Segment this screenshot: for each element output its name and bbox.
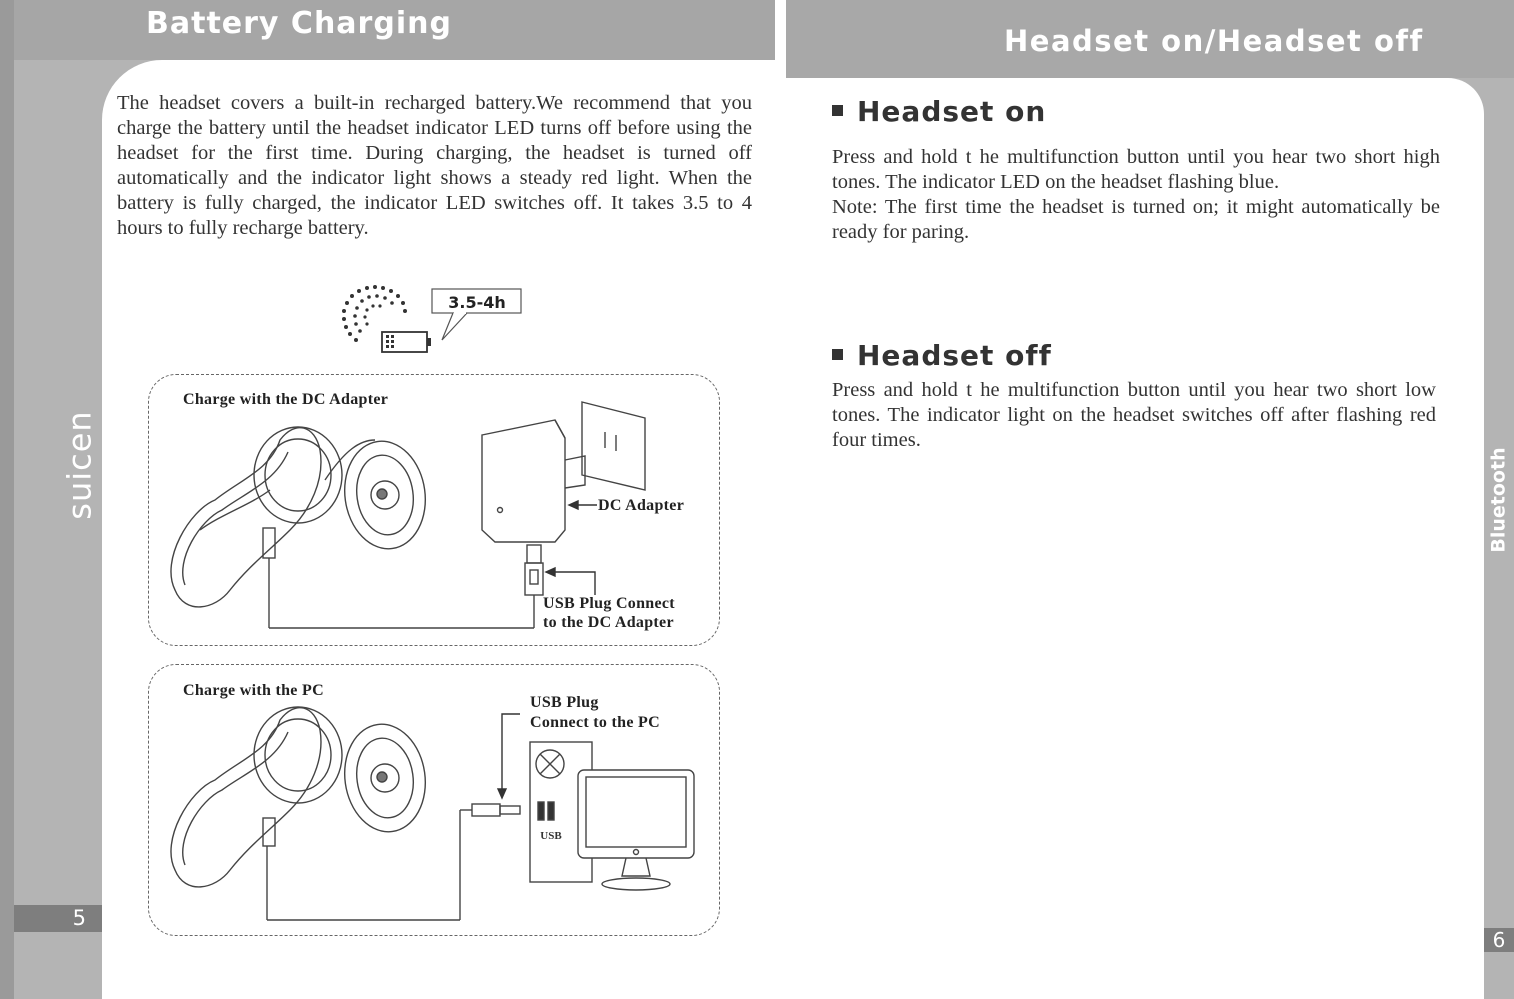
right-content-card xyxy=(786,78,1484,999)
dc-adapter-icon xyxy=(481,401,646,543)
usb-cable-plug-icon xyxy=(471,803,521,817)
pc-charging-illustration: USB xyxy=(170,706,695,921)
headset-on-heading-text: Headset on xyxy=(857,95,1047,128)
headset-on-paragraph: Press and hold t he multifunction button… xyxy=(832,145,1440,245)
headset-on-text: Press and hold t he multifunction button… xyxy=(832,146,1440,193)
battery-charging-title: Battery Charging xyxy=(146,6,452,41)
pc-diagram-box xyxy=(148,664,720,936)
dc-usb-label-line2: to the DC Adapter xyxy=(543,614,674,631)
left-header-band xyxy=(14,0,775,60)
battery-charging-illustration: 3.5-4h xyxy=(342,285,522,353)
charge-time-label: 3.5-4h xyxy=(448,293,506,312)
pc-usb-label-line1: USB Plug xyxy=(530,694,599,711)
bluetooth-side-brand: Bluetooth xyxy=(1484,420,1514,580)
headset-on-note: Note: The first time the headset is turn… xyxy=(832,196,1440,243)
usb-port-label: USB xyxy=(540,830,562,842)
monitor-icon xyxy=(577,769,695,891)
charging-paragraph: The headset covers a built-in recharged … xyxy=(117,92,752,239)
headset-icon xyxy=(170,426,535,629)
page-number-right: 6 xyxy=(1484,928,1514,952)
dc-adapter-illustration xyxy=(170,401,646,629)
bluetooth-brand-text: Bluetooth xyxy=(1488,447,1510,553)
pc-usb-label-line2: Connect to the PC xyxy=(530,714,660,731)
left-edge-stripe xyxy=(0,0,14,999)
bullet-square-icon xyxy=(832,348,843,360)
pc-section-title: Charge with the PC xyxy=(183,682,324,699)
headset-off-text: Press and hold t he multifunction button… xyxy=(832,379,1436,451)
brand-text: suicen xyxy=(61,410,99,520)
charging-dots-icon xyxy=(342,285,407,342)
headset-off-paragraph: Press and hold t he multifunction button… xyxy=(832,378,1436,453)
battery-icon xyxy=(381,331,431,353)
headset-off-heading-text: Headset off xyxy=(857,339,1052,372)
brand-logo: suicen xyxy=(50,410,110,520)
page-number-left: 5 xyxy=(14,905,102,932)
dc-section-title: Charge with the DC Adapter xyxy=(183,391,389,408)
bullet-square-icon xyxy=(832,104,843,116)
usb-plug-icon xyxy=(524,544,544,596)
dc-adapter-diagram-box xyxy=(148,374,720,646)
charge-time-callout xyxy=(431,288,522,314)
dc-adapter-label: DC Adapter xyxy=(598,497,685,514)
headset-on-off-title: Headset on/Headset off xyxy=(1004,24,1424,58)
headset-on-heading: Headset on xyxy=(832,95,1046,128)
headset-off-heading: Headset off xyxy=(832,339,1052,372)
headset-icon xyxy=(170,706,472,921)
dc-usb-label-line1: USB Plug Connect xyxy=(543,595,675,612)
right-header-band xyxy=(786,0,1514,78)
